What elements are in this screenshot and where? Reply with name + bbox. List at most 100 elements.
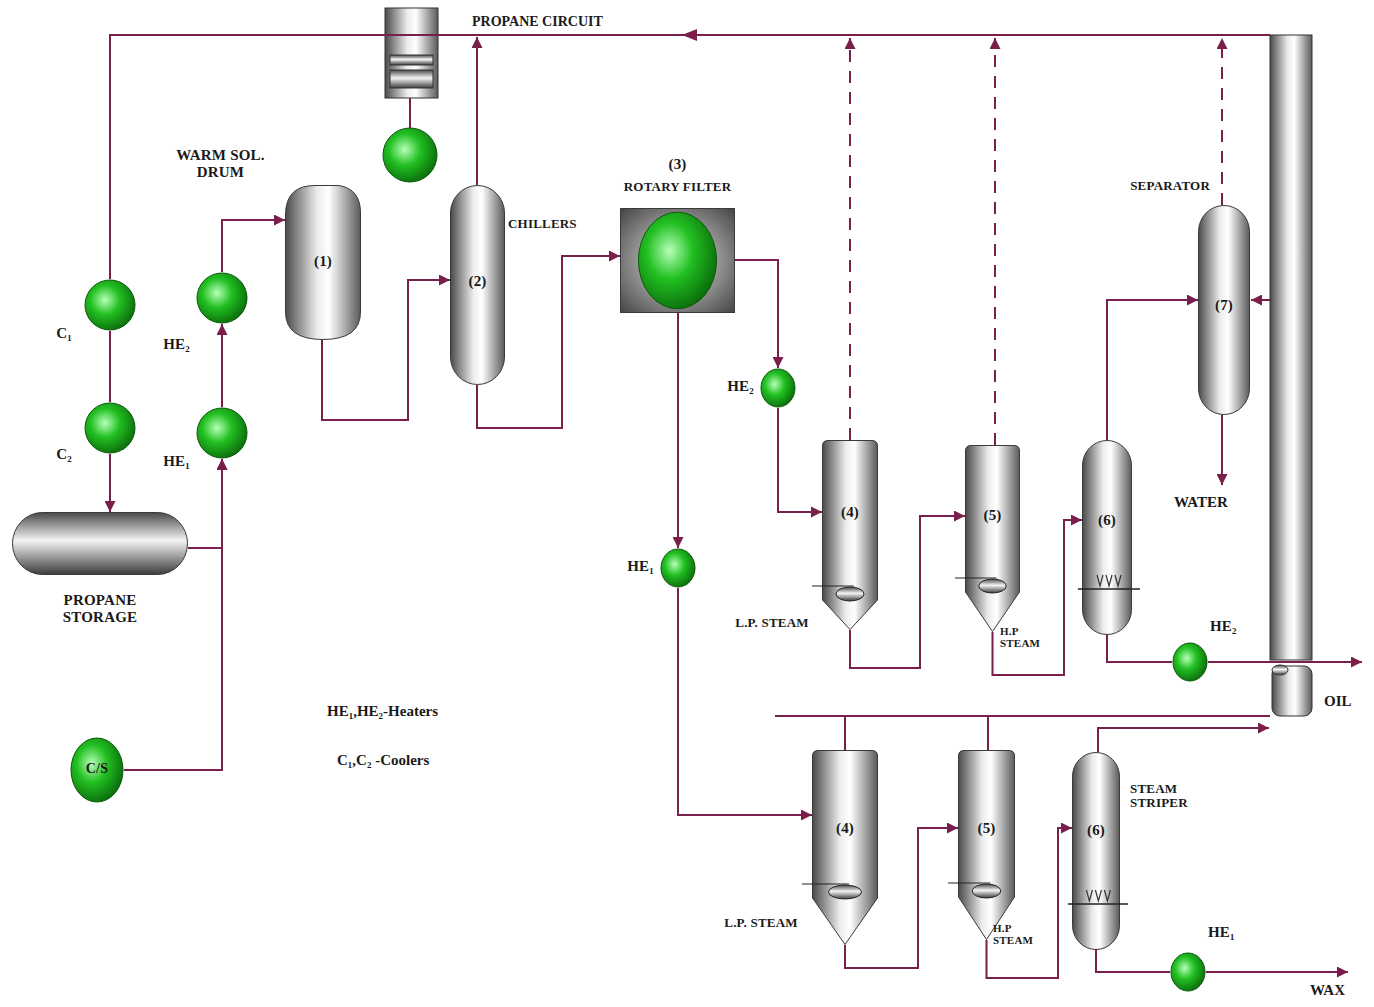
callout-number: (1) [314,253,332,270]
storage-tank-outline [12,512,188,575]
process-line [476,37,478,185]
flow-connector [677,313,679,548]
process-line [1098,728,1269,752]
distillation-column [1270,35,1312,660]
process-line [1251,299,1270,301]
flow-arrowhead [682,29,697,41]
equipment-label: SEPARATOR [1104,179,1210,193]
charge-stock-circle: C/S [70,737,124,803]
flow-connector [735,260,778,368]
propane-compressor [390,70,433,88]
equipment-label: HE₂ [1210,618,1260,635]
equipment-label: (3) [620,156,735,173]
equipment-label: STEAM STRIPER [1130,782,1222,811]
evaporator-vessel: (4)L.P. STEAM [822,440,878,630]
heater-circle-outline [760,368,796,408]
equipment-label: HE₁ [1208,924,1258,941]
flow-connector [124,459,222,770]
process-line [844,716,846,750]
flash-vessel-outline [965,445,1020,632]
callout-number: (2) [468,273,486,290]
equipment-label: PROPANE STORAGE [35,592,165,625]
chiller-vessel: (2)CHILLERS [450,185,505,385]
heater-circle: HE₂ [196,272,248,324]
cooler-circle-outline [84,402,136,454]
callout-number: (6) [1087,822,1105,839]
storage-tank: PROPANE STORAGE [12,512,188,575]
process-line [1206,971,1348,973]
flash-vessel: (5)H.P STEAM [965,445,1020,632]
heater-circle-outline [1172,642,1208,682]
flash-vessel-outline [958,750,1015,940]
distillation-column [1272,665,1288,675]
callout-number: (5) [983,507,1001,524]
callout-number: (4) [836,820,854,837]
evaporator-vessel-outline [812,750,878,945]
flow-connector [109,454,111,512]
rotary-filter: (3)ROTARY FILTER [620,208,735,313]
flow-connector [1107,635,1172,662]
stream-label: HE₁,HE₂-Heaters [325,703,440,720]
flow-connector [221,324,223,407]
callout-number: (7) [1215,297,1233,314]
process-line [1221,415,1223,485]
vapour-line [850,38,1222,445]
evaporator-vessel: (4)L.P. STEAM [812,750,878,945]
process-line [110,35,1362,972]
flow-connector [222,220,285,272]
equipment-label: HE₂ [132,336,190,353]
propane-compressor [385,8,438,98]
heater-circle: HE₂ [760,368,796,408]
flow-connector [778,408,822,512]
stripper-vessel-outline [1072,752,1120,950]
heater-circle-outline [660,548,696,588]
cooler-circle-outline [84,279,136,331]
heater-circle: HE₁ [660,548,696,588]
process-line [987,716,989,750]
process-line [775,715,1270,717]
distillation-column [1270,35,1312,716]
equipment-label: C₁ [32,325,72,342]
heater-circle: HE₁ [1170,952,1206,992]
flow-connector [1107,300,1198,440]
stream-label: WATER [1172,494,1230,511]
cooler-circle: C₂ [84,402,136,454]
heater-circle: HE₁ [196,407,248,459]
stream-label: WAX [1308,982,1347,999]
stream-label: PROPANE CIRCUIT [470,14,605,30]
distillation-column [1272,666,1312,716]
heater-circle: HE₂ [1172,642,1208,682]
equipment-label: H.P STEAM [993,922,1049,946]
flow-connector [1096,950,1170,972]
process-line [409,98,411,128]
equipment-label: WARM SOL. DRUM [153,147,288,180]
equipment-label: HE₁ [126,453,190,470]
stripper-vessel: (6)STEAM STRIPER [1072,752,1120,950]
callout-number: C/S [86,761,108,776]
equipment-label: ROTARY FILTER [585,180,770,194]
propane-compressor [383,128,437,182]
connectors [110,220,1198,978]
stream-label: OIL [1322,693,1354,710]
heater-circle-outline [1170,952,1206,992]
vapour-line [849,38,851,440]
heater-circle-outline [196,407,248,459]
callout-number: (5) [977,820,995,837]
flow-connector [188,459,222,548]
rotary-filter-outline [620,208,735,313]
stripper-vessel-outline [1082,440,1132,635]
stripper-vessel: (6) [1082,440,1132,635]
evaporator-vessel-outline [822,440,878,630]
heater-circle-outline [196,272,248,324]
callout-number: (6) [1098,512,1116,529]
cooler-circle: C₁ [84,279,136,331]
flow-connector [109,331,111,402]
equipment-label: H.P STEAM [1000,625,1056,649]
separator-vessel: SEPARATOR(7) [1198,205,1250,415]
equipment-label: L.P. STEAM [718,916,804,930]
equipment-label: HE₂ [696,378,754,395]
vapour-line [994,38,996,445]
flash-vessel: (5)H.P STEAM [958,750,1015,940]
equipment-label: C₂ [32,446,72,463]
